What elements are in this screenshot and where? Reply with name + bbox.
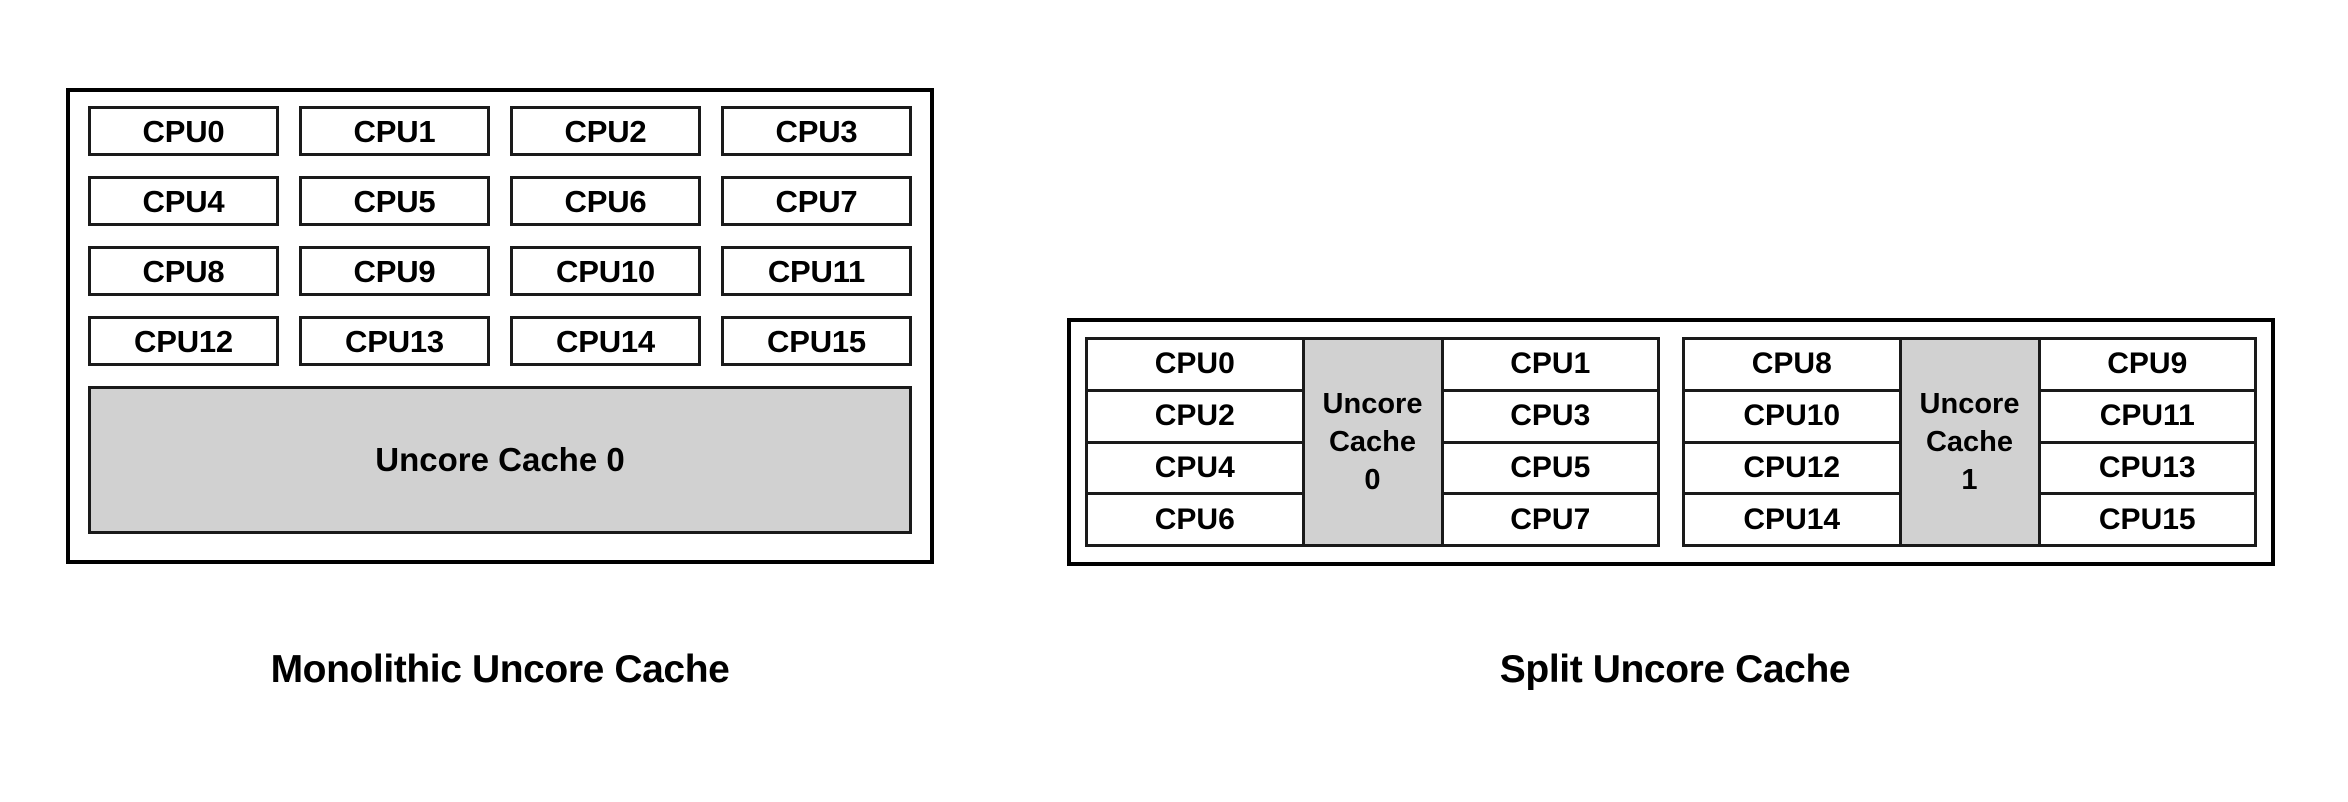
cpu-box: CPU6	[1088, 495, 1302, 544]
uncore-cache-block-1: Uncore Cache 1	[1898, 340, 2041, 544]
cpu-box: CPU15	[721, 316, 912, 366]
cluster-1-left-column: CPU8 CPU10 CPU12 CPU14	[1685, 340, 1899, 544]
cpu-box: CPU5	[1443, 443, 1657, 496]
monolithic-figure-caption: Monolithic Uncore Cache	[270, 648, 730, 691]
cpu-box: CPU2	[1088, 391, 1302, 444]
uncore-cache-1-line3: 1	[1961, 464, 1978, 497]
cpu-box: CPU14	[1685, 495, 1899, 544]
cluster-1-right-column: CPU9 CPU11 CPU13 CPU15	[2040, 340, 2254, 544]
cluster-0-right-column: CPU1 CPU3 CPU5 CPU7	[1443, 340, 1657, 544]
cpu-box: CPU13	[299, 316, 490, 366]
cpu-box: CPU10	[510, 246, 701, 296]
cpu-box: CPU13	[2040, 443, 2254, 496]
monolithic-uncore-cache-figure: CPU0 CPU1 CPU2 CPU3 CPU4 CPU5 CPU6 CPU7 …	[66, 88, 934, 564]
monolithic-outer-frame: CPU0 CPU1 CPU2 CPU3 CPU4 CPU5 CPU6 CPU7 …	[66, 88, 934, 564]
uncore-cache-1-line1: Uncore	[1919, 387, 2020, 420]
cpu-box: CPU1	[1443, 340, 1657, 392]
cluster-1: CPU8 CPU10 CPU12 CPU14 Uncore Cache 1 CP…	[1682, 337, 2257, 547]
cpu-box: CPU14	[510, 316, 701, 366]
monolithic-inner-content: CPU0 CPU1 CPU2 CPU3 CPU4 CPU5 CPU6 CPU7 …	[88, 106, 912, 544]
cluster-0-left-column: CPU0 CPU2 CPU4 CPU6	[1088, 340, 1302, 544]
uncore-cache-0-line2: Cache	[1328, 425, 1417, 458]
cpu-box: CPU5	[299, 176, 490, 226]
cpu-box: CPU8	[88, 246, 279, 296]
uncore-cache-0-line3: 0	[1364, 464, 1381, 497]
cpu-box: CPU15	[2040, 495, 2254, 544]
cpu-box: CPU2	[510, 106, 701, 156]
cpu-box: CPU6	[510, 176, 701, 226]
cpu-box: CPU8	[1685, 340, 1899, 392]
cpu-box: CPU11	[721, 246, 912, 296]
cpu-box: CPU10	[1685, 391, 1899, 444]
uncore-cache-0-line1: Uncore	[1322, 387, 1423, 420]
split-outer-frame: CPU0 CPU2 CPU4 CPU6 Uncore Cache 0 CPU1 …	[1067, 318, 2275, 566]
cpu-box: CPU4	[1088, 443, 1302, 496]
cpu-box: CPU9	[299, 246, 490, 296]
uncore-cache-block-0: Uncore Cache 0	[1301, 340, 1444, 544]
split-uncore-cache-figure: CPU0 CPU2 CPU4 CPU6 Uncore Cache 0 CPU1 …	[1067, 318, 2275, 566]
cpu-box: CPU7	[1443, 495, 1657, 544]
cpu-box: CPU4	[88, 176, 279, 226]
cpu-box: CPU3	[1443, 391, 1657, 444]
cpu-box: CPU12	[88, 316, 279, 366]
cpu-box: CPU0	[1088, 340, 1302, 392]
uncore-cache-1-line2: Cache	[1925, 425, 2014, 458]
split-figure-caption: Split Uncore Cache	[1499, 648, 1851, 691]
cpu-box: CPU3	[721, 106, 912, 156]
cluster-0: CPU0 CPU2 CPU4 CPU6 Uncore Cache 0 CPU1 …	[1085, 337, 1660, 547]
cpu-box: CPU7	[721, 176, 912, 226]
monolithic-cpu-grid: CPU0 CPU1 CPU2 CPU3 CPU4 CPU5 CPU6 CPU7 …	[88, 106, 912, 366]
cpu-box: CPU9	[2040, 340, 2254, 392]
cpu-box: CPU1	[299, 106, 490, 156]
cpu-box: CPU12	[1685, 443, 1899, 496]
cpu-box: CPU11	[2040, 391, 2254, 444]
uncore-cache-block: Uncore Cache 0	[88, 386, 912, 534]
cpu-box: CPU0	[88, 106, 279, 156]
